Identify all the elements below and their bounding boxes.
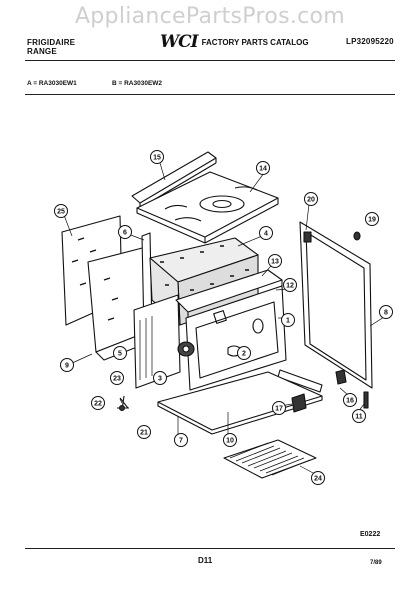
callout-17: 17 bbox=[275, 406, 283, 413]
catalog-title: FACTORY PARTS CATALOG bbox=[201, 37, 309, 47]
page-number: D11 bbox=[198, 556, 213, 565]
brand-block: FRIGIDAIRE RANGE bbox=[27, 38, 75, 56]
callout-20: 20 bbox=[307, 197, 315, 204]
part-pin bbox=[363, 391, 369, 409]
callout-21: 21 bbox=[140, 430, 148, 437]
callout-10: 10 bbox=[226, 438, 234, 445]
part-oven-rack bbox=[223, 439, 317, 479]
part-knob bbox=[177, 341, 195, 357]
header-rule bbox=[25, 60, 395, 61]
callout-19: 19 bbox=[368, 217, 376, 224]
callout-5: 5 bbox=[118, 351, 122, 358]
callout-15: 15 bbox=[153, 155, 161, 162]
callout-1: 1 bbox=[286, 318, 290, 325]
revision-date: 7/89 bbox=[370, 560, 382, 566]
callout-13: 13 bbox=[271, 259, 279, 266]
brand-name: FRIGIDAIRE bbox=[27, 38, 76, 47]
callout-2: 2 bbox=[242, 351, 246, 358]
watermark: AppliancePartsPros.com bbox=[74, 4, 346, 29]
part-oven-front-frame bbox=[185, 285, 287, 391]
callout-12: 12 bbox=[286, 283, 294, 290]
callout-4: 4 bbox=[264, 231, 268, 238]
model-a: A = RA3030EW1 bbox=[27, 80, 77, 87]
part-right-panel bbox=[299, 221, 373, 389]
part-cooktop bbox=[136, 171, 279, 244]
product-type: RANGE bbox=[27, 47, 57, 56]
part-clip bbox=[353, 231, 361, 241]
callout-6: 6 bbox=[123, 230, 127, 237]
part-screw-assembly bbox=[117, 395, 129, 412]
models-rule bbox=[25, 94, 395, 95]
callout-24: 24 bbox=[314, 476, 322, 483]
callout-25: 25 bbox=[57, 209, 65, 216]
part-oven-liner bbox=[133, 294, 181, 389]
callout-9: 9 bbox=[65, 363, 69, 370]
callout-3: 3 bbox=[158, 376, 162, 383]
callout-11: 11 bbox=[355, 414, 363, 421]
model-b: B = RA3030EW2 bbox=[112, 80, 163, 87]
part-bracket bbox=[291, 393, 307, 413]
document-number: LP32095220 bbox=[346, 37, 394, 46]
part-bottom-panel bbox=[157, 371, 323, 435]
callout-14: 14 bbox=[259, 166, 267, 173]
part-top-trim bbox=[131, 151, 217, 209]
callout-7: 7 bbox=[179, 438, 183, 445]
callout-16: 16 bbox=[346, 398, 354, 405]
callout-8: 8 bbox=[384, 310, 388, 317]
wci-logo: WCI bbox=[160, 32, 199, 52]
footer-rule bbox=[25, 548, 395, 549]
callout-23: 23 bbox=[113, 376, 121, 383]
callout-22: 22 bbox=[94, 401, 102, 408]
figure-code: E0222 bbox=[360, 531, 381, 538]
catalog-header: WCI FACTORY PARTS CATALOG bbox=[160, 32, 309, 52]
